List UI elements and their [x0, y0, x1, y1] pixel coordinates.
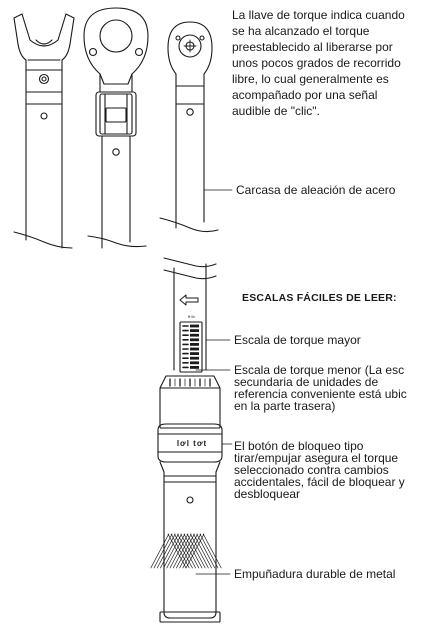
leader-lines: [195, 189, 233, 575]
lock-button-line: desbloquear: [234, 487, 301, 501]
knurl-line: [160, 533, 179, 569]
scale-number-mark: [190, 347, 199, 351]
intro-line: libre, lo cual generalmente es: [232, 72, 389, 86]
unit-label: ft·lb: [188, 314, 195, 319]
scale-number-mark: [190, 343, 199, 346]
knurl-line: [190, 533, 209, 569]
intro-line: audible de "clic".: [232, 104, 320, 118]
knurl-line: [177, 533, 196, 569]
knurl-line: [180, 533, 200, 569]
thimble-ticks: [169, 378, 211, 387]
wrench-body: ft·lb: [173, 263, 207, 371]
knurl-line: [167, 533, 187, 569]
scale-number-mark: [190, 329, 199, 332]
knurl-line: [166, 533, 186, 569]
knurl-line: [186, 533, 206, 569]
knurl-line: [199, 533, 219, 569]
ring-head-shaft: [87, 135, 147, 249]
scale-number-mark: [190, 333, 199, 337]
intro-line: se ha alcanzado el torque: [232, 24, 370, 38]
ring-head: [83, 7, 149, 93]
knurl-line: [156, 533, 176, 569]
locking-collar: [157, 423, 223, 463]
intro-line: unos pocos grados de recorrido: [232, 56, 401, 70]
open-end-head: [13, 13, 75, 71]
knurl-line: [193, 533, 212, 569]
grip-label: Empuñadura durable de metal: [234, 567, 396, 581]
scale-window-frame: [179, 321, 203, 373]
scale-number-mark: [190, 366, 199, 369]
housing-label: Carcasa de aleación de acero: [236, 183, 396, 197]
knurl-line: [170, 533, 190, 569]
knurl-line: [163, 533, 182, 569]
scale-number-mark: [190, 338, 199, 342]
ratchet-head: [167, 21, 213, 87]
knurl-line: [169, 533, 189, 569]
knurl-line: [185, 533, 205, 569]
knurl-pattern: [150, 533, 222, 569]
lock-button-line: accidentales, fácil de bloquear y: [234, 475, 405, 489]
minor-scale-thimble: [159, 375, 221, 429]
shaft-break-lines: [163, 257, 217, 280]
knurl-line: [182, 533, 202, 569]
minor-scale-line: secundaria de unidades de: [234, 375, 379, 389]
lock-button-line: tirar/empujar asegura el torque: [234, 451, 399, 465]
open-end-shaft: [13, 69, 73, 249]
intro-line: acompañado por una señal: [232, 88, 378, 102]
minor-scale-line: en la parte trasera): [234, 399, 336, 413]
minor-scale-line: referencia conveniente está ubic: [234, 387, 407, 401]
intro-line: La llave de torque indica cuando: [232, 8, 405, 22]
knurl-line: [176, 533, 195, 569]
knurl-line: [202, 533, 222, 569]
lock-button-line: seleccionado contra cambios: [234, 463, 389, 477]
lock-button-line: El botón de bloqueo tipo: [234, 439, 364, 453]
knurl-line: [174, 533, 193, 569]
knurl-line: [183, 533, 203, 569]
metal-grip: [150, 461, 222, 623]
collar-marks: lơl tơt: [176, 439, 208, 448]
scales-heading: ESCALAS FÁCILES DE LEER:: [242, 292, 397, 304]
major-scale-label: Escala de torque mayor: [234, 333, 361, 347]
minor-scale-line: Escala de torque menor (La esc: [234, 363, 405, 377]
intro-line: preestablecido al liberarse por: [232, 40, 393, 54]
knurl-line: [179, 533, 198, 569]
ratchet-shaft: [159, 85, 219, 233]
knurl-line: [150, 533, 170, 569]
scale-number-mark: [190, 361, 199, 365]
knurl-line: [172, 533, 192, 569]
ring-head-pivot: [95, 91, 137, 137]
knurl-line: [153, 533, 173, 569]
scale-number-mark: [190, 356, 199, 360]
knurl-line: [196, 533, 216, 569]
scale-number-mark: [190, 352, 199, 355]
major-scale-window: [179, 321, 203, 373]
scale-number-mark: [190, 324, 199, 328]
